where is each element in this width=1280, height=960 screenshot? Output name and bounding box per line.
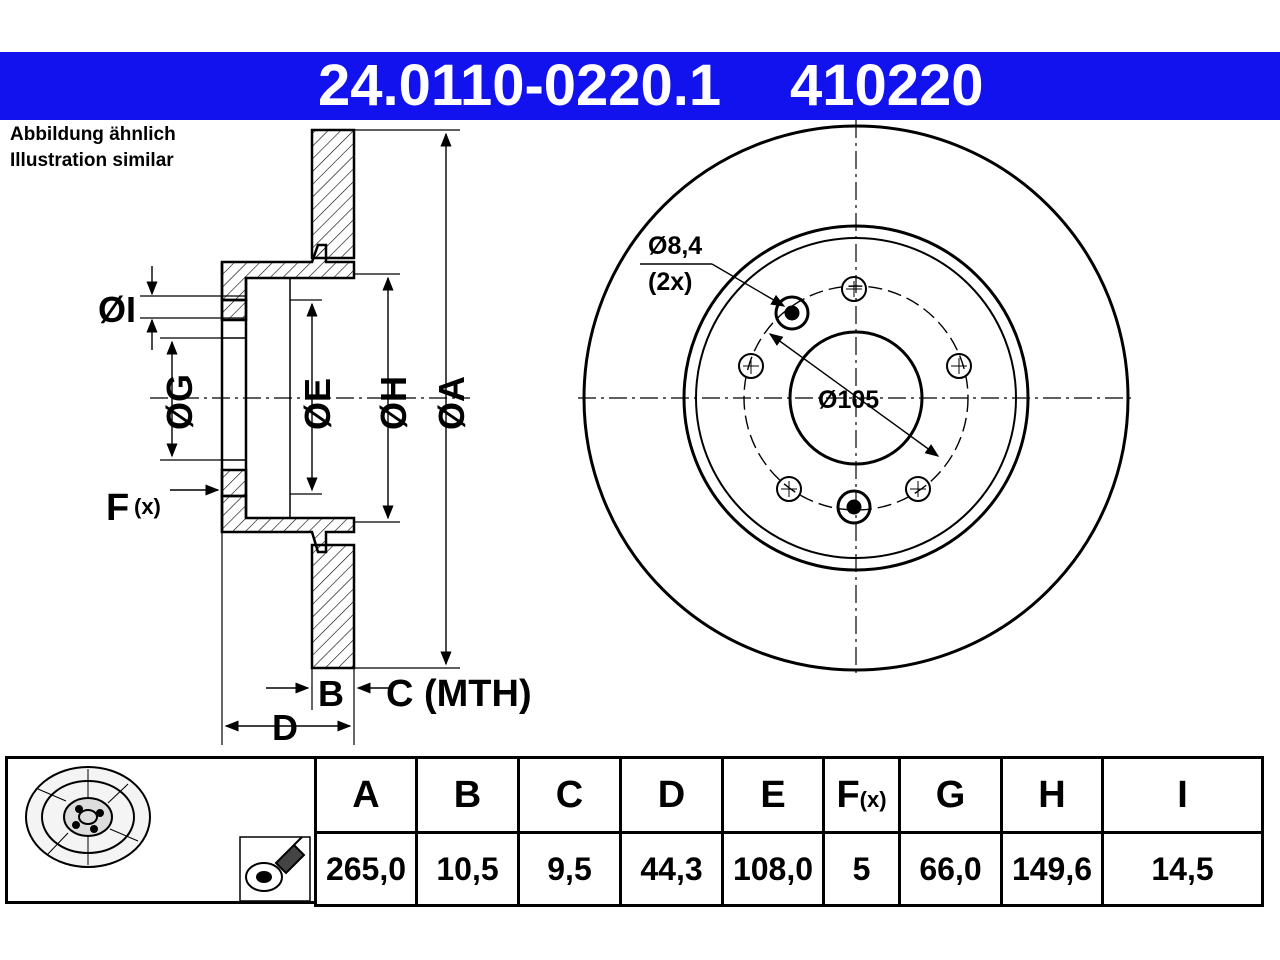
spec-header-a: A [314, 756, 418, 834]
part-number: 24.0110-0220.1 [318, 53, 722, 118]
title-bar: 24.0110-0220.1 410220 [0, 52, 1280, 120]
dim-label-h: ØH [373, 376, 414, 430]
dim-label-i: ØI [98, 289, 136, 330]
spec-value-g: 66,0 [898, 831, 1003, 907]
spec-value-a: 265,0 [314, 831, 418, 907]
friction-ring-lower [310, 543, 356, 670]
dim-label-g: ØG [159, 374, 200, 430]
spec-header-c: C [517, 756, 622, 834]
spec-header-h: H [1000, 756, 1104, 834]
spec-value-c: 9,5 [517, 831, 622, 907]
icon-box [5, 756, 314, 904]
spec-header-g: G [898, 756, 1003, 834]
note-line-en: Illustration similar [10, 150, 174, 171]
spec-header-row: A B C D E F(x) G H I [314, 756, 1264, 834]
side-section-view [140, 128, 470, 745]
hub-flange-lower [220, 468, 248, 498]
illustration-note: Abbildung ähnlich Illustration similar [10, 122, 176, 174]
dim-label-a: ØA [431, 376, 472, 430]
spec-header-b: B [415, 756, 520, 834]
dim-label-c: C (MTH) [386, 673, 532, 715]
spec-value-i: 14,5 [1101, 831, 1264, 907]
dim-label-f: F [106, 487, 129, 529]
spec-header-f: F(x) [822, 756, 901, 834]
spec-header-f-letter: F [836, 773, 860, 816]
spray-can-icon [239, 836, 311, 902]
hub-flange-upper [220, 298, 248, 322]
dim-label-b: B [318, 673, 344, 714]
spec-value-row: 265,0 10,5 9,5 44,3 108,0 5 66,0 149,6 1… [314, 831, 1264, 907]
dim-label-f-suffix: (x) [134, 494, 161, 519]
friction-ring-upper [310, 128, 356, 260]
note-line-de: Abbildung ähnlich [10, 124, 176, 145]
brake-disc-thumbnail-icon [25, 766, 311, 902]
spec-header-i: I [1101, 756, 1264, 834]
dim-label-e: ØE [297, 378, 338, 430]
spec-value-e: 108,0 [721, 831, 825, 907]
reference-number: 410220 [790, 53, 984, 118]
spec-value-b: 10,5 [415, 831, 520, 907]
spec-panel: A B C D E F(x) G H I 265,0 10,5 9,5 44,3… [0, 756, 1280, 907]
spec-header-e: E [721, 756, 825, 834]
dim-label-d: D [272, 707, 298, 748]
hole-count-label: (2x) [648, 268, 692, 296]
hub-section-lower [220, 494, 356, 554]
spec-header-f-suffix: (x) [859, 786, 887, 812]
spec-table: A B C D E F(x) G H I 265,0 10,5 9,5 44,3… [314, 756, 1264, 907]
spec-value-d: 44,3 [619, 831, 724, 907]
spec-value-h: 149,6 [1000, 831, 1104, 907]
hole-size-label: Ø8,4 [648, 232, 702, 260]
technical-drawing: ØI ØG ØE ØH ØA F (x) B C (MTH) D Ø8,4 (2… [98, 120, 1134, 748]
front-view [578, 120, 1134, 676]
pcd-label: Ø105 [818, 386, 879, 414]
spec-header-d: D [619, 756, 724, 834]
spec-value-f: 5 [822, 831, 901, 907]
